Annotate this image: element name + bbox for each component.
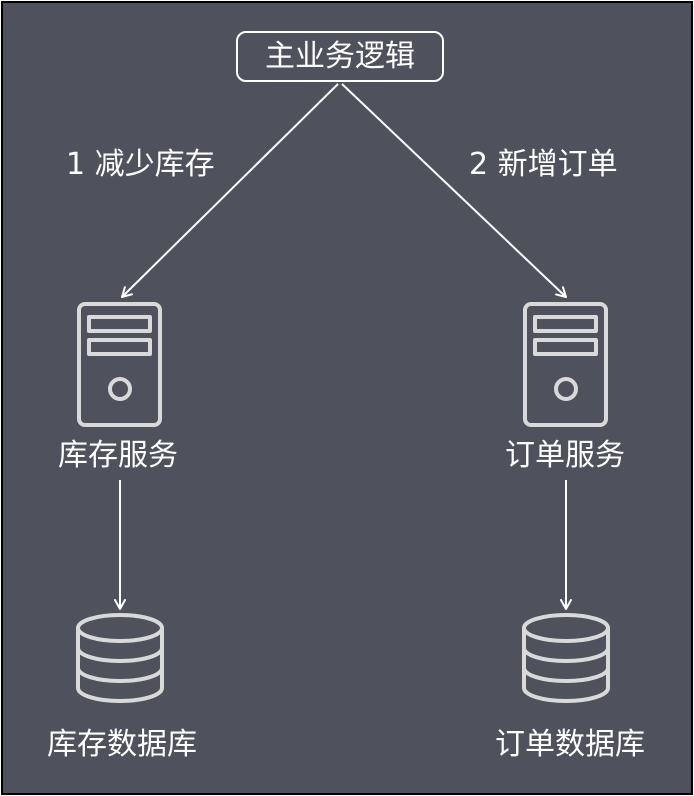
edge-label-create-order: 2 新增订单 — [469, 147, 618, 182]
server-icon — [77, 302, 162, 427]
order-service-label: 订单服务 — [505, 438, 625, 473]
database-icon — [522, 613, 610, 703]
main-logic-node: 主业务逻辑 — [236, 31, 444, 82]
arrow-root-to-inventory — [121, 83, 339, 298]
database-icon — [76, 613, 164, 703]
edge-label-reduce-inventory: 1 减少库存 — [66, 147, 215, 182]
arrow-root-to-order — [341, 83, 567, 298]
inventory-database-label: 库存数据库 — [47, 727, 197, 762]
order-database-label: 订单数据库 — [495, 727, 645, 762]
inventory-service-label: 库存服务 — [58, 438, 178, 473]
server-icon — [523, 302, 608, 427]
